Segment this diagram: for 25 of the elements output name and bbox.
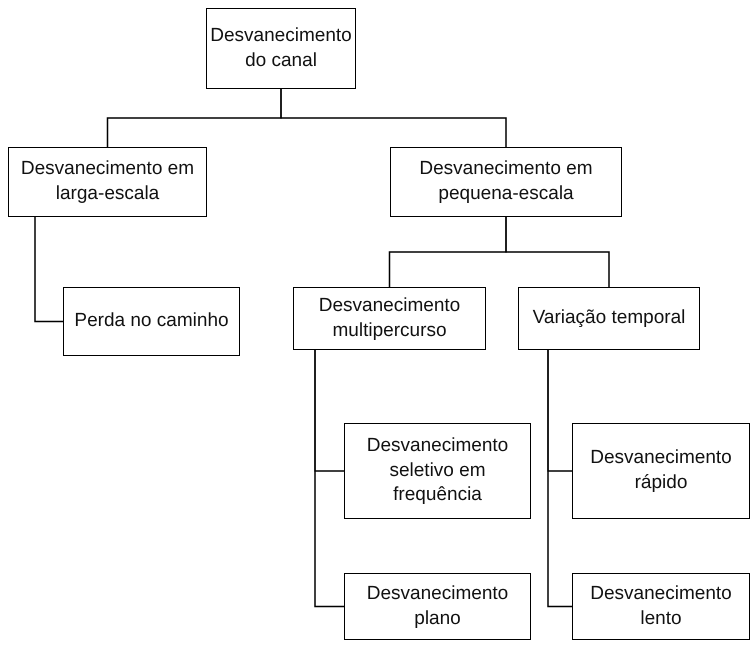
box-label: Perda no caminho: [73, 309, 230, 334]
box-label: Desvanecimento em larga-escala: [20, 157, 196, 206]
box-label: Desvanecimento rápido: [589, 446, 733, 495]
category-box: [518, 287, 700, 350]
category-box: [293, 287, 486, 350]
category-box: [344, 573, 531, 640]
category-box: [206, 8, 356, 89]
box-label: Desvanecimento lento: [589, 582, 733, 630]
box-label: Desvanecimento multipercurso: [318, 294, 462, 342]
category-box: [572, 573, 750, 640]
connector-line: [505, 217, 610, 287]
category-box: [8, 147, 207, 217]
connector-line: [280, 89, 507, 147]
box-label: Desvanecimento seletivo em frequência: [366, 434, 510, 508]
box-label: Desvanecimento plano: [366, 582, 510, 630]
category-box: [344, 423, 531, 519]
box-label: Desvanecimento do canal: [209, 24, 353, 72]
connector-line: [547, 350, 572, 608]
box-label: Desvanecimento em pequena-escala: [418, 157, 594, 206]
category-box: [63, 287, 240, 356]
connector-line: [314, 350, 344, 608]
category-box: [390, 147, 622, 217]
box-label: Variação temporal: [532, 306, 686, 330]
category-box: [572, 423, 750, 519]
connector-line: [34, 217, 63, 322]
